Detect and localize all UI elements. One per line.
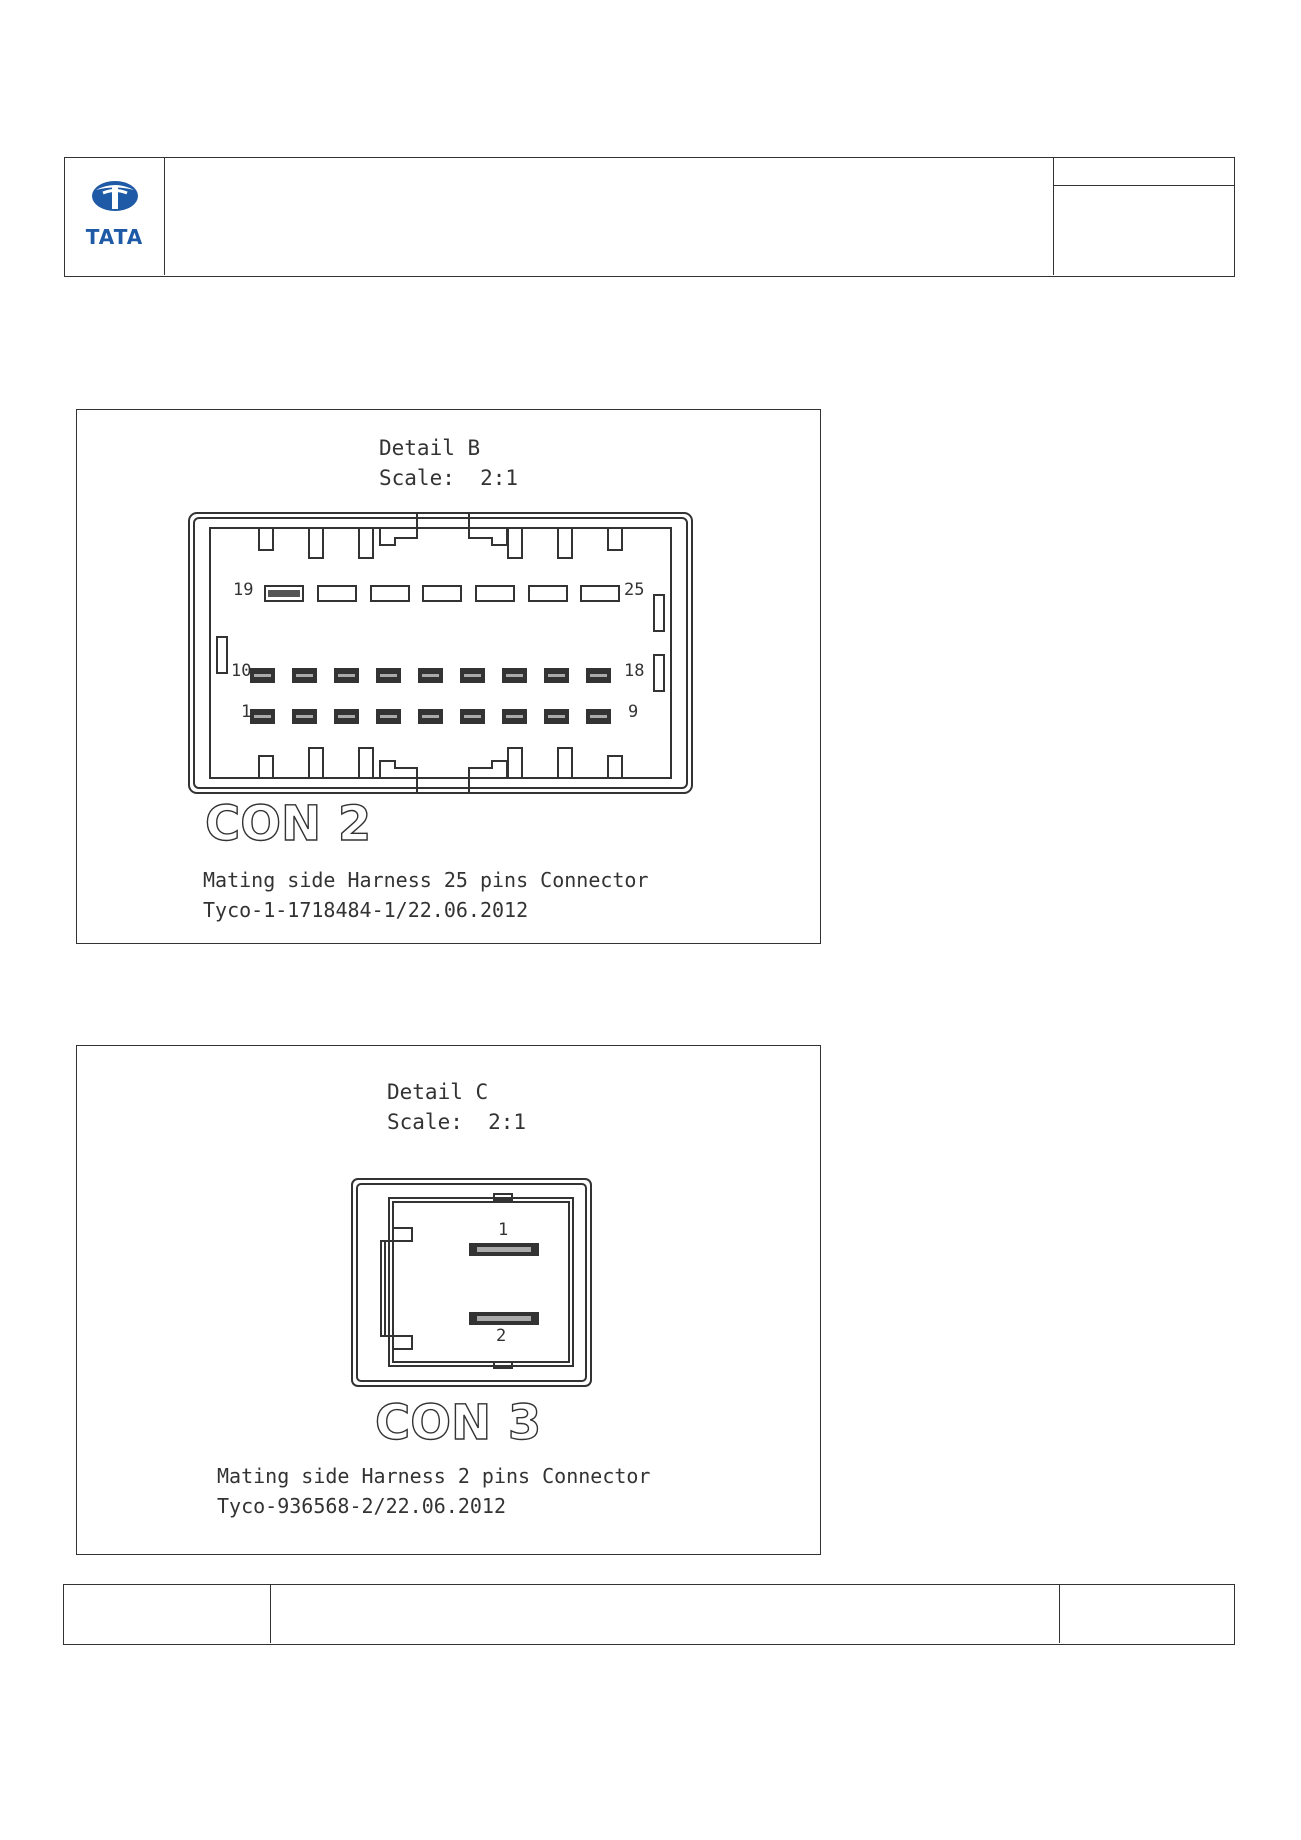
con3-drawing: Detail C Scale: 2:1 1 2 CON 3 Mating sid…: [217, 1080, 650, 1518]
header-title-cell: [165, 158, 1053, 275]
con2-pin-bottom-4: [376, 709, 401, 724]
con2-pin-mid-5: [418, 668, 443, 683]
con2-pin-mid-3: [334, 668, 359, 683]
con3-description: Mating side Harness 2 pins Connector: [217, 1464, 650, 1488]
con3-pin-1: [469, 1243, 539, 1256]
pin-label-9: 9: [628, 702, 638, 722]
footer-block: [63, 1584, 1235, 1645]
con2-pin-top-1: [264, 585, 304, 602]
con3-pin-label-2: 2: [496, 1326, 506, 1346]
con2-pin-bottom-2: [292, 709, 317, 724]
con2-pin-bottom-1: [250, 709, 275, 724]
con2-pin-bottom-5: [418, 709, 443, 724]
detail-b-panel: Detail B Scale: 2:1 19 25 10 18 1 9: [76, 409, 821, 944]
con2-pin-mid-2: [292, 668, 317, 683]
con2-housing: [188, 512, 693, 794]
detail-b-scale: Scale: 2:1: [379, 466, 518, 490]
tata-logo-icon: [92, 181, 138, 211]
con3-part-number: Tyco-936568-2/22.06.2012: [217, 1494, 506, 1518]
detail-c-title: Detail C: [387, 1080, 488, 1104]
con2-name: CON 2: [205, 796, 371, 852]
con2-pin-bottom-6: [460, 709, 485, 724]
footer-middle-cell: [271, 1585, 1059, 1643]
con3-housing: [351, 1178, 592, 1387]
con2-pin-mid-8: [544, 668, 569, 683]
con2-pin-top-5: [475, 585, 515, 602]
pin-label-10: 10: [231, 661, 251, 681]
detail-c-scale: Scale: 2:1: [387, 1110, 526, 1134]
con2-pin-bottom-8: [544, 709, 569, 724]
con2-drawing: Detail B Scale: 2:1 19 25 10 18 1 9: [188, 436, 693, 922]
con2-description: Mating side Harness 25 pins Connector: [203, 868, 649, 892]
pin-label-19: 19: [233, 580, 253, 600]
con2-pin-bottom-7: [502, 709, 527, 724]
con2-pin-top-4: [422, 585, 462, 602]
header-block: TATA: [64, 157, 1235, 277]
con2-pin-mid-6: [460, 668, 485, 683]
con2-pin-group: [250, 585, 620, 724]
con2-pin-bottom-9: [586, 709, 611, 724]
con2-pin-top-6: [528, 585, 568, 602]
con2-pin-bottom-3: [334, 709, 359, 724]
brand-name: TATA: [85, 225, 144, 249]
con3-pin-2: [469, 1312, 539, 1325]
footer-right-cell: [1059, 1585, 1234, 1643]
con2-pin-top-2: [317, 585, 357, 602]
pin-label-25: 25: [624, 580, 644, 600]
con2-pin-top-7: [580, 585, 620, 602]
header-revision-cell: [1053, 158, 1234, 275]
header-logo-cell: TATA: [65, 158, 165, 275]
footer-left-cell: [64, 1585, 271, 1643]
con3-name: CON 3: [375, 1395, 541, 1451]
pin-label-1: 1: [241, 702, 251, 722]
con2-pin-mid-9: [586, 668, 611, 683]
con2-pin-mid-7: [502, 668, 527, 683]
con3-pin-label-1: 1: [498, 1220, 508, 1240]
pin-label-18: 18: [624, 661, 644, 681]
detail-b-title: Detail B: [379, 436, 480, 460]
con2-part-number: Tyco-1-1718484-1/22.06.2012: [203, 898, 528, 922]
con2-pin-mid-4: [376, 668, 401, 683]
detail-c-panel: Detail C Scale: 2:1 1 2 CON 3 Mating sid…: [76, 1045, 821, 1555]
con2-pin-mid-1: [250, 668, 275, 683]
header-revision-divider: [1054, 185, 1234, 186]
con2-pin-top-3: [370, 585, 410, 602]
